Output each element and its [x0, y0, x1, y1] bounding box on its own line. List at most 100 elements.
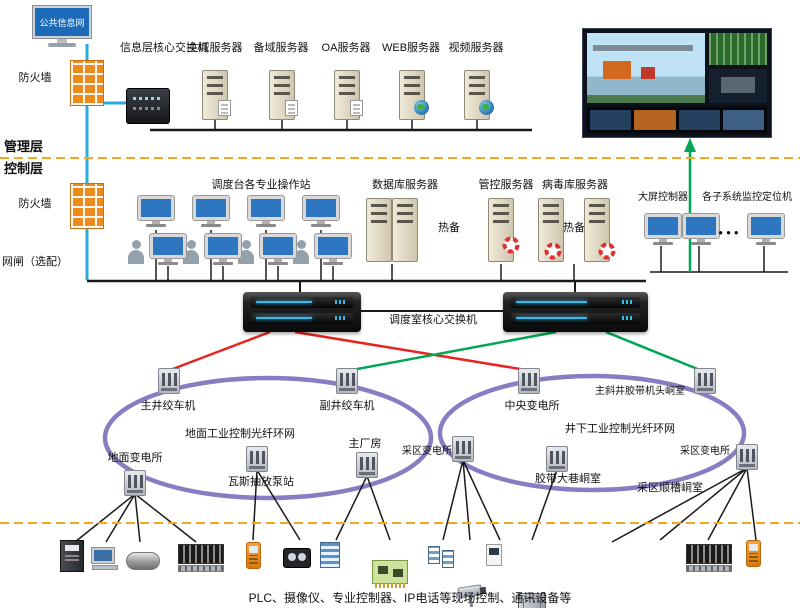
- video-wall-circuit-panel: [709, 33, 767, 65]
- operator-monitor: [314, 233, 352, 265]
- document-icon: [285, 100, 298, 116]
- electrical-cabinet-icon: [518, 593, 546, 608]
- red-fiber-2: [294, 330, 527, 372]
- virus-hot-backup-label: 热备: [563, 222, 585, 234]
- node-label-aux-winch: 副井绞车机: [319, 400, 375, 412]
- subsystem-monitor: [682, 213, 720, 245]
- io-module-icon: [442, 550, 454, 568]
- green-fiber-1: [351, 330, 557, 372]
- node-label-belt-head: 主斜井胶带机头峒室: [595, 386, 685, 397]
- operator-monitor: [204, 233, 242, 265]
- ground-fiber-ring: [102, 375, 434, 501]
- node-label-main-plant: 主厂房: [348, 438, 382, 450]
- meter-device-icon: [486, 544, 502, 566]
- operator-monitor: [259, 233, 297, 265]
- dispatch-core-switch-left: [243, 292, 361, 332]
- plc-rack-icon: [178, 544, 224, 572]
- operator-monitor: [137, 195, 175, 227]
- server-label-oa: OA服务器: [321, 42, 371, 54]
- underground-fiber-ring: [437, 373, 747, 493]
- firewall-mid-label: 防火墙: [18, 198, 52, 210]
- screen-controller-label: 大屏控制器: [638, 192, 688, 203]
- public-info-screen: 公共信息网: [32, 5, 92, 39]
- operator-monitor: [302, 195, 340, 227]
- video-wall-thumbnails: [587, 107, 767, 133]
- subsystem-monitor: [747, 213, 785, 245]
- node-switch-central-substation: [518, 368, 540, 394]
- firewall-top-label: 防火墙: [18, 72, 52, 84]
- node-switch-mining-substation-left: [452, 436, 474, 462]
- life-ring-icon: [598, 242, 616, 260]
- node-label-mining-substation-right: 采区变电所: [680, 446, 730, 457]
- ground-ring-title: 地面工业控制光纤环网: [185, 428, 295, 440]
- video-wall-dark-panel: [709, 69, 767, 103]
- underground-ring-title: 井下工业控制光纤环网: [565, 423, 675, 435]
- node-switch-main-plant: [356, 452, 378, 478]
- mgmt-server-label: 管控服务器: [478, 179, 534, 191]
- plc-rack-icon: [686, 544, 732, 572]
- globe-icon: [479, 100, 494, 115]
- life-ring-icon: [544, 242, 562, 260]
- control-layer-label: 控制层: [4, 161, 44, 176]
- desktop-pc-icon: [91, 547, 118, 570]
- gateway-label: 网闸（选配）: [2, 256, 68, 268]
- node-label-ground-substation: 地面变电所: [107, 452, 163, 464]
- virus-server-tower-2: [584, 198, 610, 262]
- node-label-gateway-chamber: 采区顺槽峒室: [637, 482, 703, 494]
- node-switch-main-winch: [158, 368, 180, 394]
- life-ring-icon: [502, 236, 520, 254]
- node-label-central-substation: 中央变电所: [504, 400, 560, 412]
- monitor-base: [48, 43, 76, 47]
- io-module-icon: [428, 546, 440, 564]
- public-info-monitor: 公共信息网: [32, 5, 92, 47]
- node-label-mining-substation-left: 采区变电所: [402, 446, 452, 457]
- operator-monitor: [247, 195, 285, 227]
- handheld-device-icon: [746, 540, 761, 567]
- tower-pc-icon: [60, 540, 84, 572]
- public-net-label: 公共信息网: [39, 17, 85, 28]
- node-switch-gas-pump: [246, 446, 268, 472]
- screen-controller-monitor: [644, 213, 682, 245]
- video-wall: [582, 28, 772, 138]
- green-fiber-2: [605, 330, 701, 372]
- server-label-web: WEB服务器: [381, 42, 441, 54]
- node-switch-mining-substation-right: [736, 444, 758, 470]
- handheld-device-icon: [246, 542, 261, 569]
- camera-film-icon: [283, 548, 311, 568]
- circuit-board-icon: [372, 560, 408, 588]
- server-label-video: 视频服务器: [448, 42, 504, 54]
- server-label-backup: 备域服务器: [253, 42, 309, 54]
- more-monitors-ellipsis: ●●●: [718, 228, 742, 237]
- operator-monitor: [192, 195, 230, 227]
- node-switch-belt-roadway: [546, 446, 568, 472]
- motor-drum-icon: [126, 552, 160, 570]
- node-label-main-winch: 主井绞车机: [140, 400, 196, 412]
- db-server-tower-2: [392, 198, 418, 262]
- db-server-tower-1: [366, 198, 392, 262]
- server-label-domain: 主域服务器: [187, 42, 243, 54]
- dispatch-core-switch-right: [503, 292, 648, 332]
- subsystem-monitor-label: 各子系统监控定位机: [702, 192, 792, 203]
- globe-icon: [414, 100, 429, 115]
- virus-server-label: 病毒库服务器: [542, 179, 608, 191]
- info-core-switch-icon: [126, 88, 170, 124]
- monitor-stand: [57, 38, 67, 43]
- management-layer-label: 管理层: [4, 139, 44, 154]
- firewall-icon-top: [70, 60, 104, 106]
- node-label-gas-pump: 瓦斯抽放泵站: [228, 476, 294, 488]
- node-switch-belt-head: [694, 368, 716, 394]
- node-label-belt-roadway: 胶带大巷峒室: [535, 473, 601, 485]
- video-wall-main-panel: [587, 33, 705, 103]
- operator-icon: [128, 240, 144, 266]
- node-switch-aux-winch: [336, 368, 358, 394]
- node-switch-ground-substation: [124, 470, 146, 496]
- db-hot-backup-label: 热备: [438, 222, 460, 234]
- dispatch-core-switch-label: 调度室核心交换机: [382, 314, 484, 327]
- red-fiber-1: [169, 330, 271, 372]
- document-icon: [218, 100, 231, 116]
- info-core-switch-label: 信息层核心交换机: [120, 42, 208, 54]
- firewall-icon-mid: [70, 183, 104, 229]
- document-icon: [350, 100, 363, 116]
